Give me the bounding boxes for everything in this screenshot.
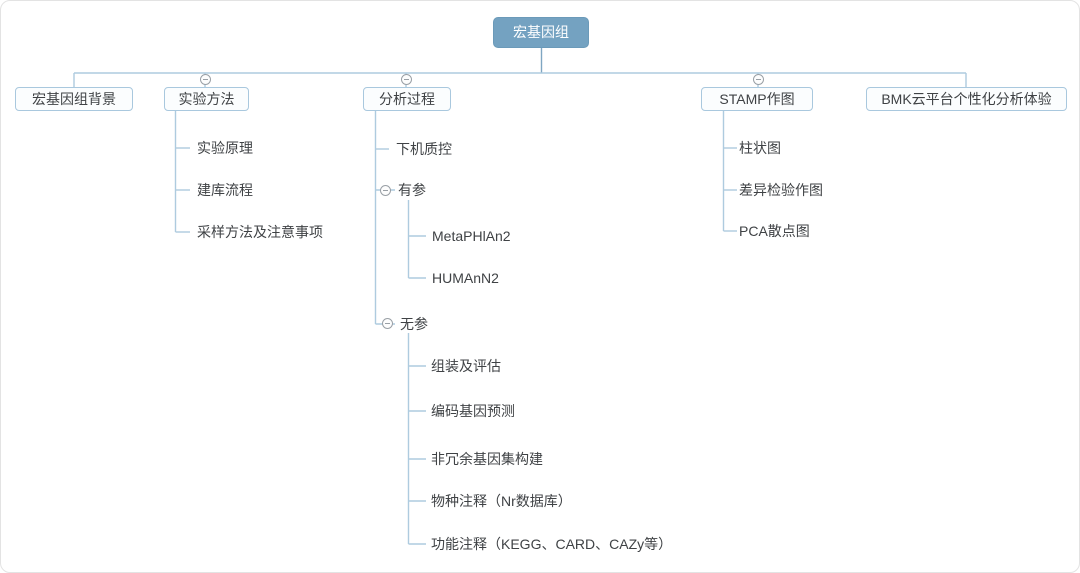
collapse-icon[interactable] — [200, 74, 211, 85]
topic-pca-scatter[interactable]: PCA散点图 — [739, 223, 810, 239]
topic-bar-chart[interactable]: 柱状图 — [739, 140, 781, 156]
collapse-icon[interactable] — [382, 318, 393, 329]
topic-raw-data-qc[interactable]: 下机质控 — [396, 141, 452, 157]
branch-stamp-plot[interactable]: STAMP作图 — [701, 87, 813, 111]
collapse-icon[interactable] — [380, 185, 391, 196]
topic-assembly-evaluation[interactable]: 组装及评估 — [431, 358, 501, 374]
branch-analysis-process[interactable]: 分析过程 — [363, 87, 451, 111]
collapse-icon[interactable] — [401, 74, 412, 85]
topic-sampling-methods[interactable]: 采样方法及注意事项 — [197, 224, 323, 240]
branch-metagenome-background[interactable]: 宏基因组背景 — [15, 87, 133, 111]
topic-difference-test-plot[interactable]: 差异检验作图 — [739, 182, 823, 198]
topic-library-construction[interactable]: 建库流程 — [197, 182, 253, 198]
topic-metaphlan2[interactable]: MetaPHlAn2 — [432, 228, 511, 244]
topic-reference-based[interactable]: 有参 — [398, 182, 426, 198]
topic-experiment-principle[interactable]: 实验原理 — [197, 140, 253, 156]
branch-bmk-cloud-platform[interactable]: BMK云平台个性化分析体验 — [866, 87, 1067, 111]
root-topic[interactable]: 宏基因组 — [493, 17, 589, 48]
topic-reference-free[interactable]: 无参 — [400, 316, 428, 332]
topic-humann2[interactable]: HUMAnN2 — [432, 270, 499, 286]
branch-experiment-method[interactable]: 实验方法 — [164, 87, 249, 111]
topic-coding-gene-prediction[interactable]: 编码基因预测 — [431, 403, 515, 419]
topic-function-annotation[interactable]: 功能注释（KEGG、CARD、CAZy等） — [431, 536, 673, 552]
collapse-icon[interactable] — [753, 74, 764, 85]
topic-taxonomy-annotation[interactable]: 物种注释（Nr数据库） — [431, 493, 572, 509]
topic-nonredundant-gene-set[interactable]: 非冗余基因集构建 — [431, 451, 543, 467]
